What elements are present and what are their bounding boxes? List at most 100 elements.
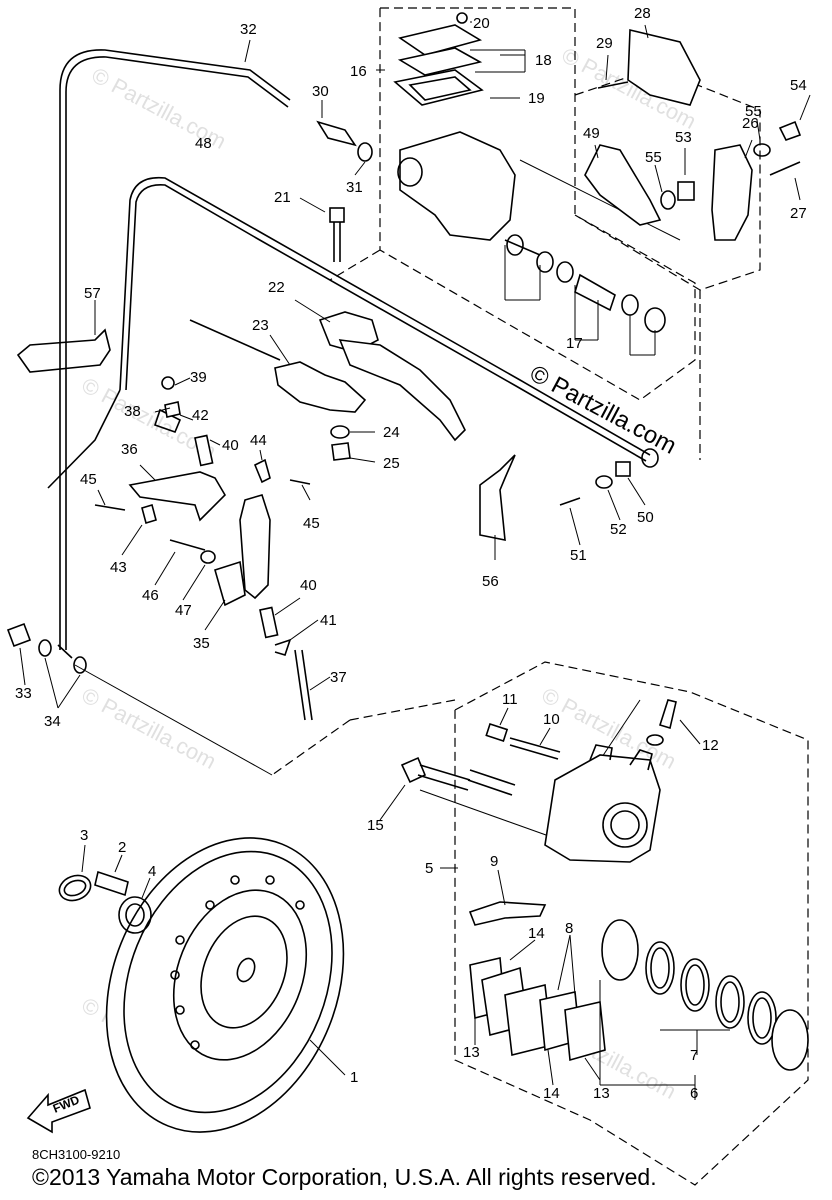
callout: 44 [250, 432, 267, 449]
rod [189, 319, 281, 361]
washer-55-b [753, 143, 771, 157]
bolt-51 [559, 497, 581, 506]
callout: 23 [252, 317, 269, 334]
callout: 15 [367, 817, 384, 834]
pedal-group [584, 28, 802, 241]
lever-holder-23 [274, 361, 367, 413]
link-line [519, 159, 681, 241]
callout: 57 [84, 285, 101, 302]
callout: 22 [268, 279, 285, 296]
callout: 11 [502, 691, 518, 708]
cables-and-links [47, 49, 681, 841]
callout: 48 [195, 135, 212, 152]
callout: 19 [528, 90, 545, 107]
callout: 50 [637, 509, 654, 526]
pin-bolt-10 [509, 737, 561, 753]
arm-35 [239, 494, 271, 600]
diaphragm-19 [393, 69, 484, 106]
hose-fitting [641, 448, 659, 468]
washer-24 [330, 425, 350, 439]
callout: 40 [300, 577, 317, 594]
callout: 28 [634, 5, 651, 22]
dash-link [271, 719, 351, 776]
callout: 29 [596, 35, 613, 52]
misc-parts [479, 448, 659, 541]
callout: 7 [690, 1047, 698, 1064]
callout: 10 [543, 711, 560, 728]
adjuster-30 [316, 120, 357, 147]
nut-47 [200, 550, 216, 564]
callout: 45 [303, 515, 320, 532]
callout: 30 [312, 83, 329, 100]
link-line [74, 664, 273, 776]
callout-numbers: 1 2 3 4 5 6 7 8 9 10 11 12 13 13 14 14 1… [15, 5, 807, 1102]
gasket-34 [38, 639, 52, 657]
callout: 35 [193, 635, 210, 652]
callout: 27 [790, 205, 807, 222]
pin-45 [94, 504, 126, 511]
callout: 53 [675, 129, 692, 146]
brake-cable-32-inner [65, 56, 289, 650]
plug-11 [485, 722, 509, 742]
callout: 41 [320, 612, 337, 629]
arm-36 [128, 471, 227, 522]
master-cylinder-outline [379, 7, 696, 401]
clamp-57 [16, 328, 111, 373]
callout: 46 [142, 587, 159, 604]
callout: 17 [566, 335, 583, 352]
master-cylinder [329, 12, 666, 333]
callout: 13 [463, 1044, 480, 1061]
joint-44 [253, 458, 271, 484]
watermark-text: © Partzilla.com [78, 682, 221, 774]
callout: 32 [240, 21, 257, 38]
copyright-notice: ©2013 Yamaha Motor Corporation, U.S.A. A… [32, 1164, 657, 1190]
caliper-body [544, 754, 661, 863]
collar-53 [677, 181, 695, 201]
callout: 33 [15, 685, 32, 702]
brake-lever [189, 311, 466, 461]
callout: 16 [350, 63, 367, 80]
callout: 55 [645, 149, 662, 166]
callout: 13 [593, 1085, 610, 1102]
rod-37 [294, 649, 306, 721]
link-line [419, 789, 561, 841]
callout: 54 [790, 77, 807, 94]
callout: 39 [190, 369, 207, 386]
callout: 2 [118, 839, 126, 856]
callout: 45 [80, 471, 97, 488]
drawing-code: 8CH3100-9210 [32, 1147, 121, 1162]
callout: 38 [124, 403, 141, 420]
callout: 52 [610, 521, 627, 538]
bolt-21-head [329, 207, 345, 223]
union-bolt-33 [6, 622, 32, 648]
callout: 51 [570, 547, 587, 564]
bolt-46 [169, 539, 206, 551]
brake-lever-22 [338, 339, 466, 442]
nut-38 [161, 376, 175, 390]
fwd-arrow: FWD [26, 1088, 91, 1134]
gasket-34-b [73, 656, 87, 674]
spring-41 [274, 638, 292, 656]
callout: 56 [482, 573, 499, 590]
arm-35-block [214, 560, 246, 607]
cap-39 [164, 401, 181, 418]
callout: 36 [121, 441, 138, 458]
circlip-3 [58, 874, 92, 902]
linkage [94, 376, 313, 721]
washer-55 [660, 190, 676, 210]
callout: 47 [175, 602, 192, 619]
brake-disc [105, 837, 345, 1133]
cable-hardware [16, 120, 373, 373]
callout: 1 [350, 1069, 358, 1086]
callout: 12 [702, 737, 719, 754]
link-line [599, 699, 641, 761]
washer-31 [357, 142, 373, 162]
callout: 14 [528, 925, 545, 942]
washer-52 [595, 475, 613, 489]
callout: 25 [383, 455, 400, 472]
leader-lines [19, 21, 811, 1100]
callout: 14 [543, 1085, 560, 1102]
spring-42 [153, 408, 182, 434]
callout: 24 [383, 424, 400, 441]
caliper-assembly-outline [454, 661, 809, 1186]
